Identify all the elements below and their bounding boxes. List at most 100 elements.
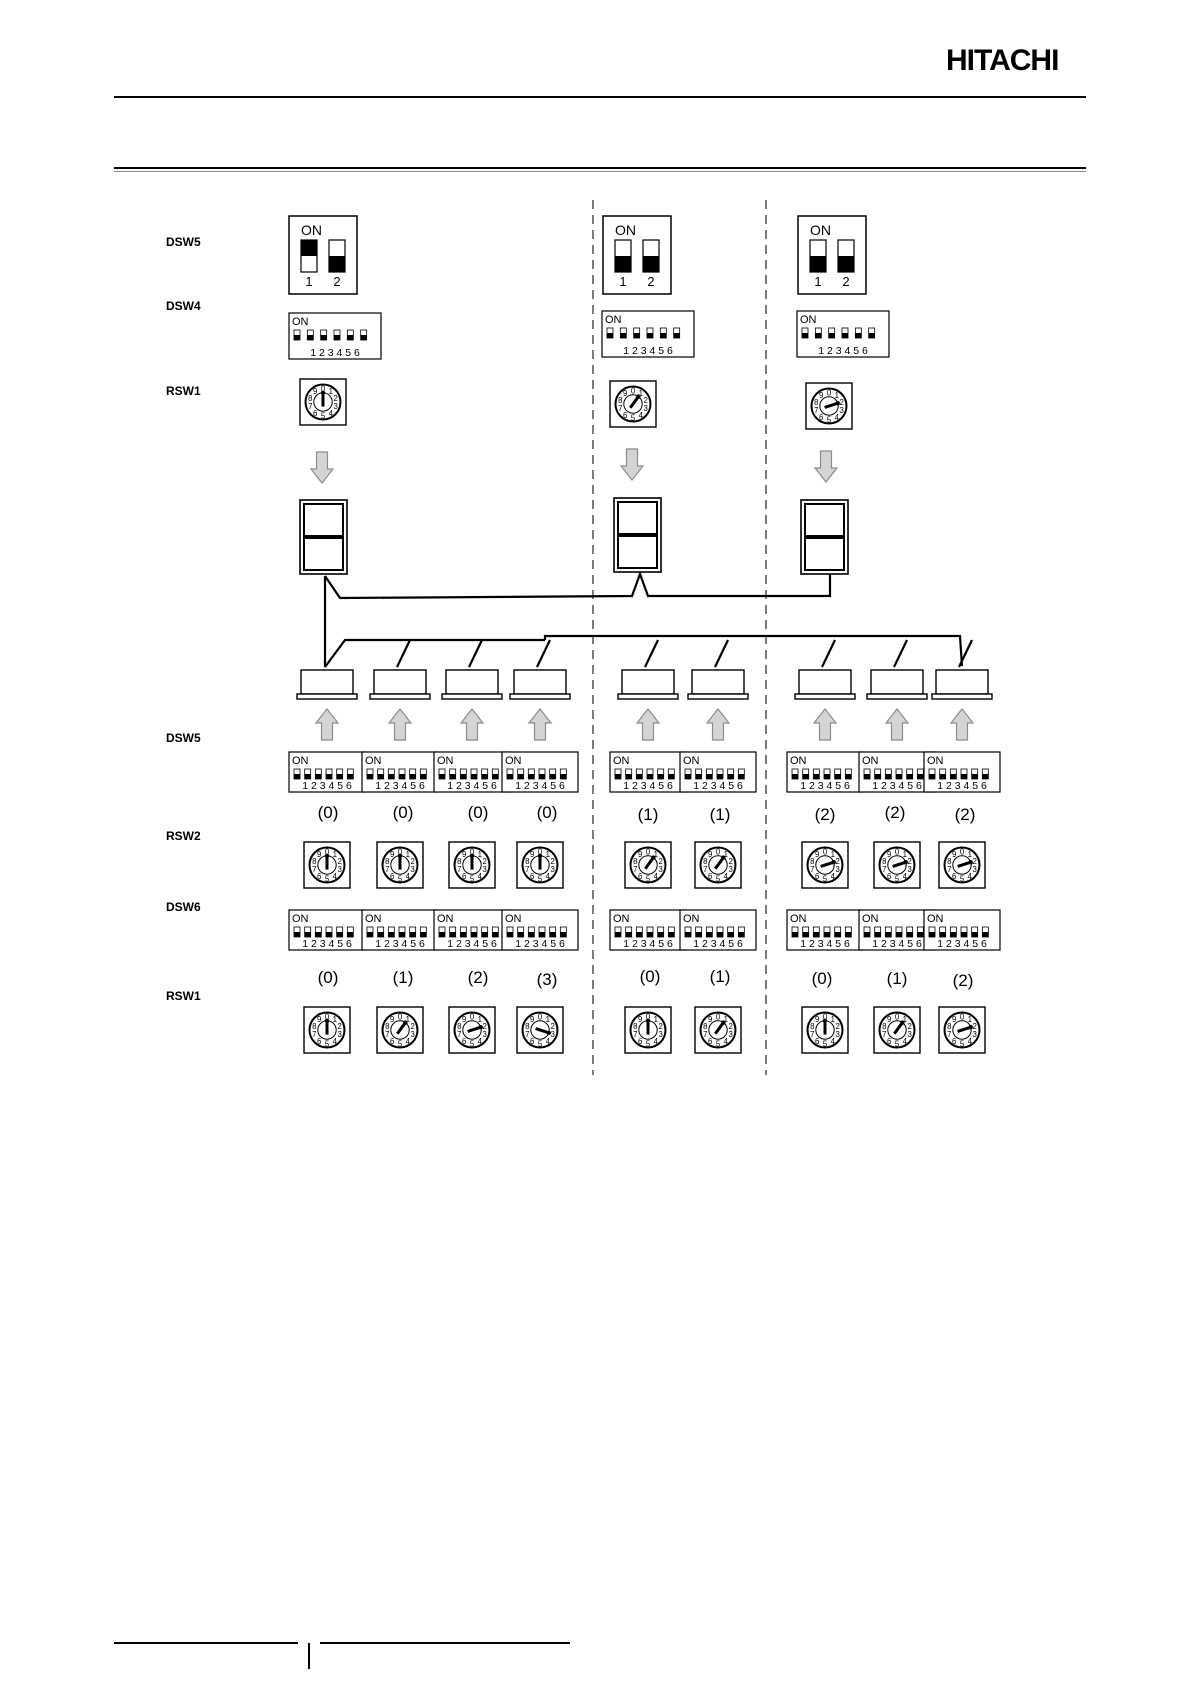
dip-pin-numbers: 1 2 3 4 5 6 <box>447 780 497 792</box>
dial-digit: 2 <box>411 857 415 866</box>
up-arrow-icon <box>812 708 838 741</box>
dip-lever-off <box>517 774 524 779</box>
dial-digit: 6 <box>708 872 712 881</box>
dial-digit: 0 <box>325 848 330 857</box>
rsw2-value-2: (0) <box>392 803 414 822</box>
indoor-panel <box>866 693 928 700</box>
dial-digit: 3 <box>551 865 555 874</box>
indoor-dsw5-switch-icon: ON 1 2 3 4 5 6 <box>923 751 1001 793</box>
dsw5-on-text: ON <box>615 222 636 238</box>
indoor-dsw6-switch-icon: ON1 2 3 4 5 6 <box>288 909 366 951</box>
dip-lever-off <box>792 774 798 779</box>
dip-lever-off <box>539 774 545 779</box>
dip-on-text: ON <box>437 913 454 925</box>
dial-digit: 7 <box>525 1030 529 1039</box>
indoor-drop-wire <box>644 639 659 668</box>
dip-pin-numbers: 1 2 3 4 5 6 <box>302 938 352 950</box>
dial-digit: 2 <box>644 396 648 405</box>
dip-lever-off <box>845 932 852 937</box>
dial-digit: 6 <box>887 1037 891 1046</box>
dip-lever-off <box>471 774 477 779</box>
dial-pointer-tip <box>831 859 836 865</box>
dial-digit: 7 <box>308 402 312 411</box>
dial-digit: 9 <box>638 1015 642 1024</box>
dip-pin-numbers: 1 2 3 4 5 6 <box>447 938 497 950</box>
dip-pin-numbers: 1 2 3 4 5 6 <box>800 938 850 950</box>
dial-digit: 8 <box>814 398 818 407</box>
dial-pointer-tip <box>721 855 726 860</box>
indoor-panel <box>931 693 993 700</box>
dial-digit: 5 <box>631 413 636 422</box>
dip-on-text: ON <box>613 913 630 925</box>
dial-digit: 0 <box>398 1013 403 1022</box>
dial-digit: 4 <box>333 872 338 881</box>
dip-lever-off <box>607 333 613 338</box>
dip-pin-numbers: 1 2 3 4 5 6 <box>937 780 987 792</box>
dip-pin-numbers: 1 2 3 4 5 6 <box>818 345 868 357</box>
dsw5-frame <box>797 215 867 295</box>
dsw5-lever-on <box>301 240 317 256</box>
dial-digit: 1 <box>639 389 643 398</box>
dial-pointer <box>714 856 725 870</box>
dial-digit: 1 <box>333 1015 337 1024</box>
dip-lever-off <box>982 932 989 937</box>
dial-digit: 2 <box>483 1022 487 1031</box>
dial-digit: 4 <box>968 872 973 881</box>
label-indoor-rsw1: RSW1 <box>166 989 201 1003</box>
dial-digit: 4 <box>639 411 644 420</box>
dip-lever-off <box>706 774 713 779</box>
dial-digit: 7 <box>312 865 316 874</box>
indoor-panel <box>369 693 431 700</box>
indoor-panel <box>509 693 571 700</box>
dip-lever-off <box>874 774 881 779</box>
rsw2-value-5: (1) <box>637 805 659 824</box>
dip-on-text: ON <box>613 755 630 767</box>
dial-digit: 6 <box>887 872 891 881</box>
dial-pointer-tip <box>968 1024 973 1030</box>
dip-on-text: ON <box>927 913 944 925</box>
outdoor-dsw4-switch-icon: ON1 2 3 4 5 6 <box>796 310 890 358</box>
dial-digit: 5 <box>895 1039 900 1048</box>
dip-on-text: ON <box>365 913 382 925</box>
dip-pin-numbers: 1 2 3 4 5 6 <box>375 780 425 792</box>
dial-digit: 9 <box>313 387 317 396</box>
dip-lever-off <box>336 774 343 779</box>
dip-lever-off <box>347 335 354 340</box>
dial-digit: 4 <box>724 1037 729 1046</box>
dip-on-text: ON <box>927 755 944 767</box>
dial-digit: 3 <box>836 1030 840 1039</box>
dial-digit: 0 <box>646 848 651 857</box>
dial-digit: 0 <box>716 1013 721 1022</box>
dial-digit: 0 <box>470 1013 475 1022</box>
dip-lever-off <box>420 932 427 937</box>
dial-digit: 5 <box>470 874 475 883</box>
dip-pin-numbers: 1 2 3 4 5 6 <box>872 780 922 792</box>
dip-lever-off <box>706 932 713 937</box>
dial-digit: 9 <box>390 1015 394 1024</box>
dial-digit: 4 <box>968 1037 973 1046</box>
dip-lever-off <box>738 774 745 779</box>
dial-pointer-tip <box>469 853 475 858</box>
indoor-panel <box>296 693 358 700</box>
dip-lever-off <box>982 774 989 779</box>
dial-digit: 0 <box>538 848 543 857</box>
dial-pointer-tip <box>636 394 641 399</box>
dsw5-frame <box>602 215 672 295</box>
dip-on-text: ON <box>505 913 522 925</box>
dip-lever-off <box>845 774 852 779</box>
dip-lever-off <box>855 333 862 338</box>
dial-digit: 6 <box>462 1037 466 1046</box>
indoor-dsw6-switch-icon: ON 1 2 3 4 5 6 <box>433 909 511 951</box>
dial-pointer-tip <box>320 390 326 395</box>
dip-lever-off <box>315 932 322 937</box>
dip-lever-off <box>673 333 680 338</box>
outdoor-panel-top <box>303 503 344 537</box>
dial-digit: 2 <box>836 1022 840 1031</box>
dial-digit: 9 <box>708 1015 712 1024</box>
dip-lever-off <box>399 932 405 937</box>
